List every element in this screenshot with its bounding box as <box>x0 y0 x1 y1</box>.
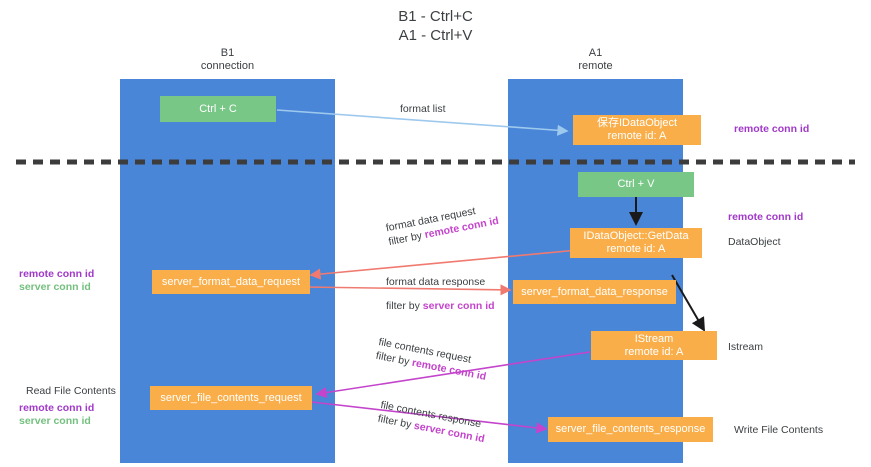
edge-label-format-list: format list <box>400 102 446 116</box>
lane-header-a1: A1 remote <box>508 47 683 73</box>
node-server-file-contents-request[interactable]: server_file_contents_request <box>150 386 312 410</box>
diagram-title-line1: B1 - Ctrl+C <box>398 8 473 25</box>
diagram-title-line2: A1 - Ctrl+V <box>398 27 473 44</box>
filter-key-server-conn-id: server conn id <box>422 300 495 312</box>
lane-header-a1-name: A1 <box>588 47 603 59</box>
edge-label-file-contents-request: file contents request filter by remote c… <box>375 335 490 384</box>
edge-label-format-data-response: format data response filter by server co… <box>386 275 495 313</box>
lane-header-b1-subtitle: connection <box>200 60 255 72</box>
annotation-left-server-conn-id-mid: server conn id <box>19 281 91 293</box>
annotation-right-write-file-contents: Write File Contents <box>734 424 824 436</box>
node-save-dataobject-line2: remote id: A <box>607 130 667 142</box>
node-server-format-data-response-label: server_format_data_response <box>521 285 668 298</box>
annotation-right-remote-conn-id-mid: remote conn id <box>728 211 804 223</box>
node-getdata-line1: IDataObject::GetData <box>583 230 689 242</box>
lane-header-a1-subtitle: remote <box>578 60 613 72</box>
node-ctrl-v[interactable]: Ctrl + V <box>578 172 694 197</box>
edge-label-format-list-text: format list <box>400 103 446 115</box>
lane-header-b1: B1 connection <box>120 47 335 73</box>
edge-label-format-data-request: format data request filter by remote con… <box>385 200 500 249</box>
diagram-title: B1 - Ctrl+C A1 - Ctrl+V <box>0 7 871 45</box>
node-ctrl-v-label: Ctrl + V <box>617 178 655 190</box>
node-getdata[interactable]: IDataObject::GetData remote id: A <box>570 228 702 258</box>
node-save-dataobject-line1: 保存IDataObject <box>596 117 678 129</box>
node-save-dataobject[interactable]: 保存IDataObject remote id: A <box>573 115 701 145</box>
lane-header-b1-name: B1 <box>220 47 235 59</box>
filter-prefix: filter by <box>386 300 423 312</box>
node-server-format-data-request-label: server_format_data_request <box>161 275 301 288</box>
node-istream[interactable]: IStream remote id: A <box>591 331 717 360</box>
edge-label-format-data-response-filter: filter by server conn id <box>386 299 495 313</box>
annotation-right-dataobject: DataObject <box>728 236 781 248</box>
node-server-format-data-request[interactable]: server_format_data_request <box>152 270 310 294</box>
annotation-left-remote-conn-id-bottom: remote conn id <box>19 402 95 414</box>
annotation-right-remote-conn-id-top: remote conn id <box>734 123 810 135</box>
node-server-format-data-response[interactable]: server_format_data_response <box>513 280 676 304</box>
annotation-right-istream: Istream <box>728 341 764 353</box>
annotation-left-remote-conn-id-mid: remote conn id <box>19 268 95 280</box>
node-server-file-contents-request-label: server_file_contents_request <box>160 391 302 404</box>
node-istream-line1: IStream <box>634 332 674 345</box>
node-server-file-contents-response-label: server_file_contents_response <box>555 423 706 435</box>
annotation-left-server-conn-id-bottom: server conn id <box>19 415 91 427</box>
annotation-left-read-file-contents: Read File Contents <box>26 385 116 397</box>
node-ctrl-c[interactable]: Ctrl + C <box>160 96 276 122</box>
node-server-file-contents-response[interactable]: server_file_contents_response <box>548 417 713 442</box>
edge-label-format-data-response-line1: format data response <box>386 276 486 288</box>
node-getdata-line2: remote id: A <box>606 243 666 255</box>
edge-label-file-contents-response: file contents response filter by server … <box>377 398 489 446</box>
node-istream-line2: remote id: A <box>624 345 684 358</box>
node-ctrl-c-label: Ctrl + C <box>199 102 237 115</box>
